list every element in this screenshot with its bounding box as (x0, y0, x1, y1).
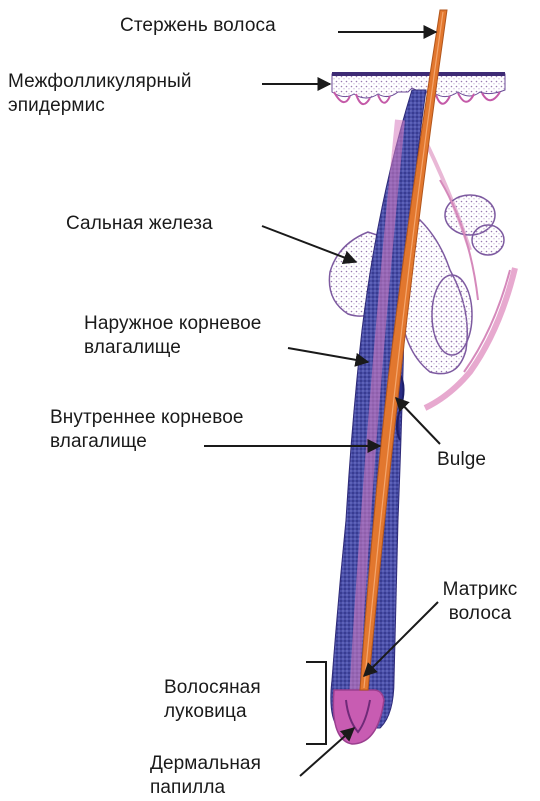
label-inner-root-sheath-line1: Внутреннее корневое (50, 406, 244, 430)
label-dermal-papilla-line2: папилла (150, 776, 261, 800)
label-outer-root-sheath: Наружное корневое влагалище (84, 312, 261, 360)
label-epidermis: Межфолликулярный эпидермис (8, 70, 192, 118)
label-dermal-papilla: Дермальная папилла (150, 752, 261, 800)
follicle-sheath (331, 90, 426, 744)
label-hair-bulb-line2: луковица (164, 700, 261, 724)
label-hair-bulb-line1: Волосяная (164, 676, 261, 700)
label-epidermis-line1: Межфолликулярный (8, 70, 192, 94)
label-inner-root-sheath-line2: влагалище (50, 430, 244, 454)
label-dermal-papilla-line1: Дермальная (150, 752, 261, 776)
label-hair-matrix: Матрикс волоса (430, 578, 530, 626)
label-bulge: Bulge (437, 448, 486, 472)
label-outer-root-sheath-line2: влагалище (84, 336, 261, 360)
label-sebaceous-gland: Сальная железа (66, 212, 213, 236)
label-hair-bulb: Волосяная луковица (164, 676, 261, 724)
label-inner-root-sheath: Внутреннее корневое влагалище (50, 406, 244, 454)
label-epidermis-line2: эпидермис (8, 94, 192, 118)
label-hair-shaft: Стержень волоса (120, 14, 276, 38)
label-hair-matrix-line1: Матрикс (430, 578, 530, 602)
label-outer-root-sheath-line1: Наружное корневое (84, 312, 261, 336)
label-hair-matrix-line2: волоса (430, 602, 530, 626)
